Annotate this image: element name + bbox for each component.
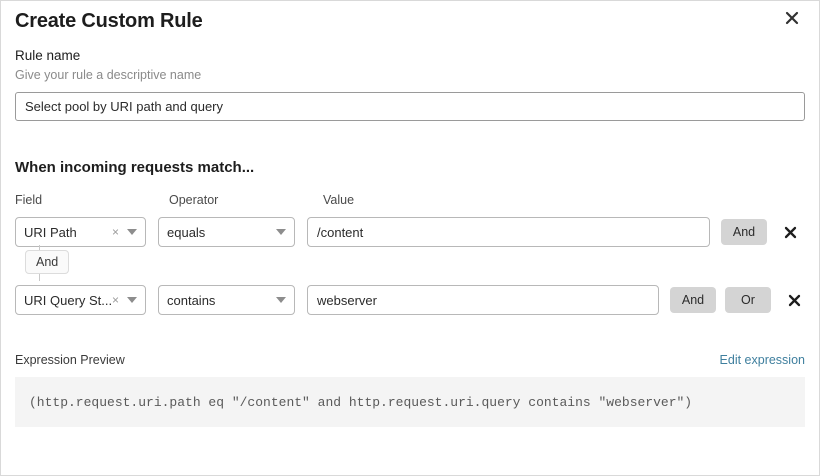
field-select-2[interactable]: URI Query St... × bbox=[15, 285, 146, 315]
value-input-1[interactable] bbox=[307, 217, 710, 247]
clear-icon[interactable]: × bbox=[111, 293, 119, 307]
and-button-row1[interactable]: And bbox=[721, 219, 767, 245]
field-select-1-value: URI Path bbox=[24, 224, 77, 240]
column-header-field: Field bbox=[15, 193, 43, 207]
chevron-down-icon[interactable] bbox=[276, 229, 286, 235]
column-headers: Field Operator Value bbox=[15, 193, 805, 211]
value-input-2[interactable] bbox=[307, 285, 659, 315]
match-section-heading: When incoming requests match... bbox=[15, 159, 255, 176]
field-select-2-value: URI Query St... bbox=[24, 292, 112, 308]
chevron-down-icon[interactable] bbox=[276, 297, 286, 303]
expression-preview-section: Expression Preview Edit expression (http… bbox=[15, 353, 805, 427]
page-title: Create Custom Rule bbox=[15, 10, 203, 32]
condition-builder: Field Operator Value URI Path × equals A… bbox=[15, 193, 805, 315]
edit-expression-link[interactable]: Edit expression bbox=[719, 353, 805, 367]
rule-name-group: Rule name Give your rule a descriptive n… bbox=[15, 47, 805, 121]
expression-preview-box: (http.request.uri.path eq "/content" and… bbox=[15, 377, 805, 427]
operator-select-2-value: contains bbox=[167, 292, 216, 308]
rule-name-hint: Give your rule a descriptive name bbox=[15, 68, 202, 82]
or-button-row2[interactable]: Or bbox=[725, 287, 771, 313]
clear-icon[interactable]: × bbox=[111, 225, 119, 239]
rule-name-input[interactable] bbox=[15, 92, 805, 121]
column-header-operator: Operator bbox=[169, 193, 219, 207]
chevron-down-icon[interactable] bbox=[127, 229, 137, 235]
field-select-1[interactable]: URI Path × bbox=[15, 217, 146, 247]
dialog-header: Create Custom Rule bbox=[15, 1, 805, 47]
close-icon[interactable] bbox=[781, 7, 803, 29]
condition-row: URI Query St... × contains And Or bbox=[15, 285, 805, 315]
row-connector: And bbox=[15, 245, 157, 281]
connector-and-chip[interactable]: And bbox=[25, 250, 70, 274]
delete-row-button-2[interactable] bbox=[785, 291, 803, 309]
column-header-value: Value bbox=[323, 193, 355, 207]
expression-preview-label: Expression Preview bbox=[15, 353, 125, 367]
operator-select-2[interactable]: contains bbox=[158, 285, 295, 315]
operator-select-1[interactable]: equals bbox=[158, 217, 295, 247]
and-button-row2[interactable]: And bbox=[670, 287, 716, 313]
operator-select-1-value: equals bbox=[167, 224, 206, 240]
chevron-down-icon[interactable] bbox=[127, 297, 137, 303]
rule-name-label: Rule name bbox=[15, 48, 81, 63]
expression-preview-header: Expression Preview Edit expression bbox=[15, 353, 805, 367]
condition-row: URI Path × equals And bbox=[15, 217, 805, 247]
delete-row-button-1[interactable] bbox=[781, 223, 799, 241]
